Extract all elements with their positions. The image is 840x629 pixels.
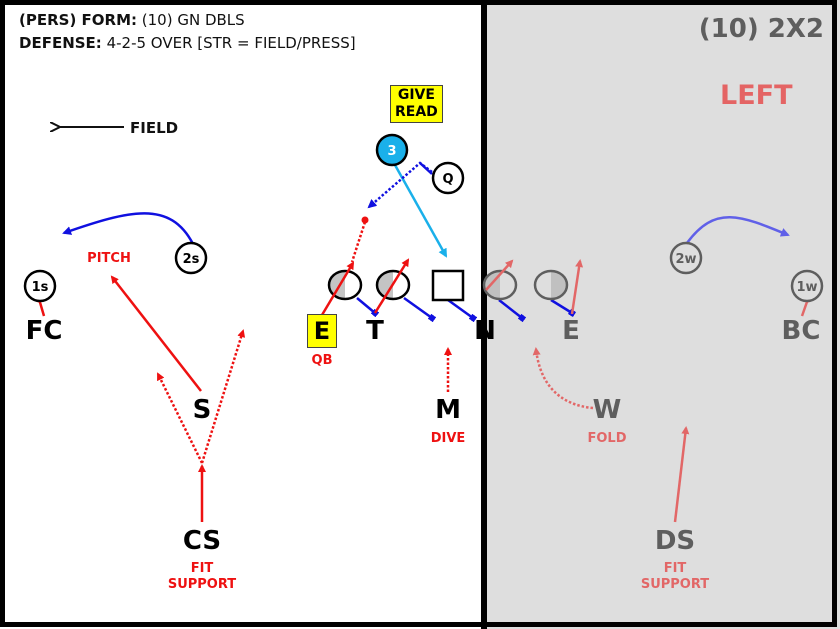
formation-tag: (10) 2X2 [698, 14, 824, 44]
svg-text:1w: 1w [796, 280, 817, 295]
center-icon [431, 269, 465, 302]
defense-line: DEFENSE: 4-2-5 OVER [STR = FIELD/PRESS] [19, 34, 356, 53]
defender-cs: CS [182, 526, 222, 556]
route-back-dive [393, 164, 448, 258]
svg-text:3: 3 [387, 144, 396, 159]
route-2w-fade [685, 216, 790, 244]
qb-mesh-line [419, 162, 433, 175]
form-label: (PERS) FORM: [19, 11, 138, 29]
svg-text:2w: 2w [675, 252, 696, 267]
route-e2-slant [570, 259, 584, 315]
svg-text:1s: 1s [32, 280, 49, 295]
defender-ds: DS [654, 526, 696, 556]
assignment-qb: QB [311, 353, 333, 368]
block-lt [403, 296, 437, 323]
assignment-cs-fit-support: FIT SUPPORT [168, 561, 236, 593]
receiver-1w: 1w [790, 269, 824, 303]
route-s-pitch [110, 275, 202, 392]
give-read-line2: READ [395, 104, 438, 120]
boundary-shaded-panel [484, 0, 840, 629]
assignment-cs-line1: FIT [190, 561, 214, 576]
assignment-ds-line2: SUPPORT [640, 577, 710, 592]
quarterback-q: Q [431, 161, 465, 195]
defender-bc: BC [781, 316, 821, 346]
svg-text:2s: 2s [183, 252, 200, 267]
assignment-fold: FOLD [587, 431, 627, 446]
qb-player-target-dot [361, 216, 369, 224]
lineman-rg-icon [482, 269, 518, 301]
svg-text:Q: Q [442, 172, 453, 187]
route-2s-fade [62, 212, 195, 245]
route-w-fold [532, 347, 594, 410]
defender-s: S [192, 395, 212, 425]
defense-value: 4-2-5 OVER [STR = FIELD/PRESS] [101, 34, 356, 52]
defender-t: T [366, 316, 384, 346]
receiver-1s: 1s [23, 269, 57, 303]
block-c [447, 298, 478, 323]
field-label: FIELD [130, 119, 179, 137]
defender-fc: FC [25, 316, 63, 346]
assignment-cs-line2: SUPPORT [167, 577, 237, 592]
route-e-slant [320, 261, 355, 316]
formation-line: (PERS) FORM: (10) GN DBLS [19, 11, 245, 30]
form-value: (10) GN DBLS [137, 11, 245, 29]
route-ds-fit [673, 426, 690, 523]
route-cs-option-left [156, 372, 204, 464]
block-rg [498, 299, 527, 323]
give-read-box: GIVE READ [390, 85, 443, 123]
offensive-line [327, 269, 569, 302]
receiver-2s: 2s [174, 241, 208, 275]
route-t-slant [373, 258, 410, 314]
defender-w: W [592, 395, 622, 425]
assignment-ds-line1: FIT [663, 561, 687, 576]
give-read-line1: GIVE [397, 87, 435, 103]
lineman-rt-icon [533, 269, 569, 301]
defender-n: N [474, 316, 496, 346]
block-lg [356, 297, 380, 318]
route-cs-option-right [200, 329, 246, 464]
defender-e-boundary: E [562, 316, 580, 346]
direction-tag: LEFT [720, 80, 793, 111]
defense-label: DEFENSE: [19, 34, 102, 52]
block-rt [550, 298, 577, 318]
defender-m: M [435, 395, 461, 425]
assignment-ds-fit-support: FIT SUPPORT [641, 561, 709, 593]
running-back-3: 3 [375, 133, 409, 167]
receiver-2w: 2w [669, 241, 703, 275]
defender-e-qb-highlight: E [307, 314, 337, 348]
route-n-slant [485, 259, 514, 291]
assignment-dive: DIVE [430, 431, 466, 446]
assignment-pitch: PITCH [87, 251, 131, 266]
